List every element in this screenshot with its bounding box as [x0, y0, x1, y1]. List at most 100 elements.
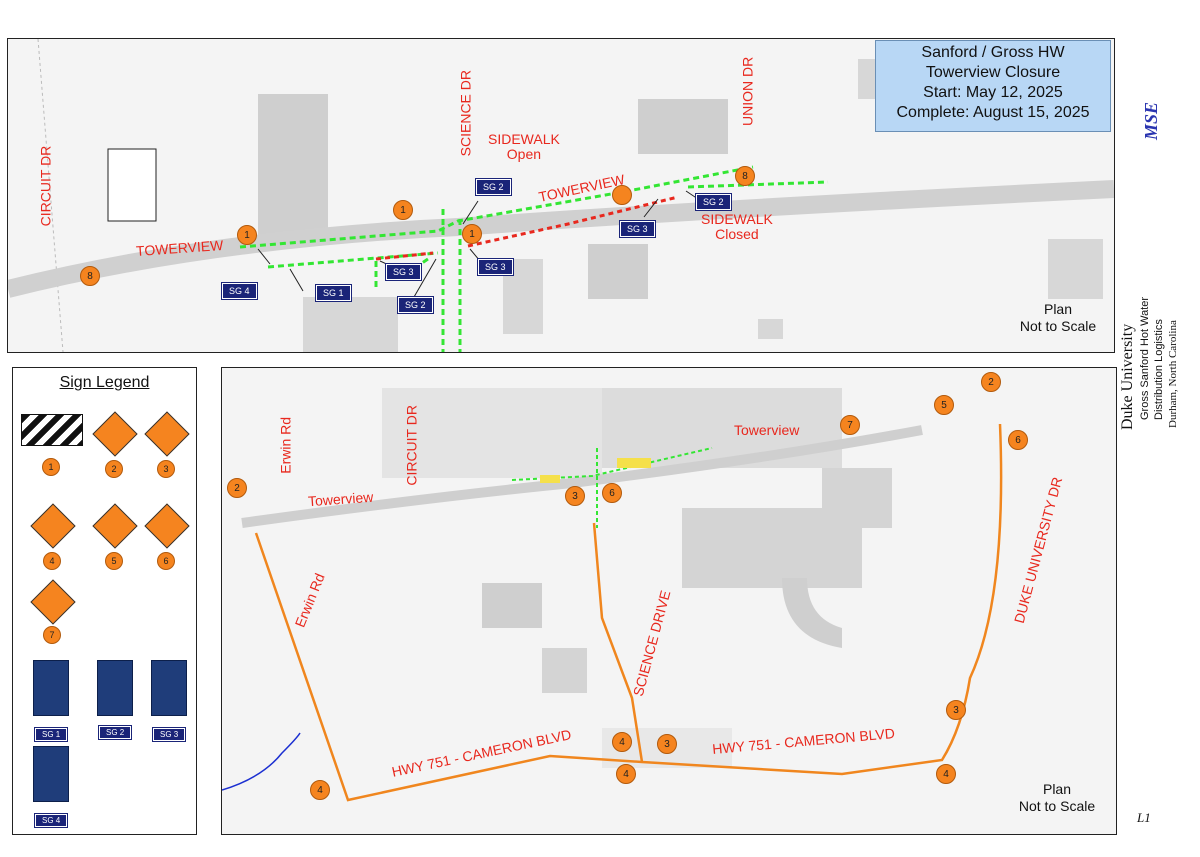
legend-num-5: 5 — [105, 552, 123, 570]
diamond-sign-2 — [92, 411, 138, 457]
towerview-road — [241, 425, 923, 528]
building-east — [1048, 239, 1103, 299]
open-path-mini — [511, 447, 713, 481]
title-line-4: Complete: August 15, 2025 — [896, 104, 1090, 121]
work-zone-east — [617, 458, 651, 468]
closure-title-box: Sanford / Gross HW Towerview Closure Sta… — [875, 40, 1111, 132]
street-label-circuit-dr: CIRCUIT DR — [37, 145, 54, 227]
project-line-2: Distribution Logistics — [1153, 319, 1165, 420]
building-law-school — [303, 297, 398, 352]
sidewalk-closed-short — [375, 251, 434, 261]
panel-sign-sg2 — [97, 660, 133, 716]
panel-sign-sg4 — [33, 746, 69, 802]
bottom-marker-5: 5 — [934, 395, 954, 415]
creek — [222, 732, 301, 791]
sidewalk-open-label: SIDEWALK Open — [488, 132, 560, 161]
top-plan-line1: Plan — [1043, 301, 1073, 317]
sidewalk-open-north — [239, 165, 754, 249]
legend-num-7: 7 — [43, 626, 61, 644]
bottom-marker-6-science: 6 — [602, 483, 622, 503]
detour-route-science — [592, 522, 644, 763]
bottom-marker-3-science: 3 — [565, 486, 585, 506]
bldg-w2 — [542, 648, 587, 693]
top-marker-8-west: 8 — [80, 266, 100, 286]
bottom-marker-4-south: 4 — [616, 764, 636, 784]
bottom-map-basemap — [222, 388, 1003, 802]
building-small — [758, 319, 783, 339]
bldg-cluster-nw — [382, 388, 602, 478]
diamond-sign-4 — [30, 503, 76, 549]
sidewalk-closed-label: SIDEWALK Closed — [701, 212, 773, 241]
building-union — [638, 99, 728, 154]
bldg-w1 — [482, 583, 542, 628]
panel-sign-sg3 — [151, 660, 187, 716]
bottom-marker-3-south: 3 — [657, 734, 677, 754]
bottom-site-plan: Erwin Rd Erwin Rd CIRCUIT DR Towerview T… — [221, 367, 1117, 835]
sidewalk-closed-line1: SIDEWALK — [701, 211, 773, 227]
street-circuit-dr: CIRCUIT DR — [403, 405, 420, 486]
sign-legend-panel: Sign Legend 1 2 3 4 5 6 7 SG 1 SG 2 SG 3… — [12, 367, 197, 835]
legend-num-6: 6 — [157, 552, 175, 570]
building-gross-chem — [258, 94, 328, 244]
legend-sg1: SG 1 — [33, 727, 69, 742]
bottom-marker-3-east: 3 — [946, 700, 966, 720]
mse-logo: MSE — [1141, 101, 1161, 140]
top-marker-8-east: 8 — [735, 166, 755, 186]
bottom-marker-2-west: 2 — [227, 478, 247, 498]
sign-sg1: SG 1 — [315, 284, 352, 302]
project-location: Durham, North Carolina — [1167, 320, 1179, 428]
bottom-marker-4-east: 4 — [936, 764, 956, 784]
diamond-sign-3 — [144, 411, 190, 457]
work-zone-west — [540, 475, 560, 483]
sidewalk-open-south — [267, 180, 829, 269]
diamond-sign-5 — [92, 503, 138, 549]
stadium-horseshoe — [782, 578, 842, 648]
bottom-plan-note: Plan Not to Scale — [1002, 781, 1112, 815]
sign-sg3-west: SG 3 — [385, 263, 422, 281]
project-line-1: Gross Sanford Hot Water — [1139, 296, 1151, 420]
top-marker-1-east: 1 — [462, 224, 482, 244]
bldg-cluster-n — [602, 388, 842, 468]
sidewalk-open-line1: SIDEWALK — [488, 131, 560, 147]
bottom-marker-6-east: 6 — [1008, 430, 1028, 450]
title-line-2: Towerview Closure — [925, 64, 1061, 81]
top-marker-unnumbered — [612, 185, 632, 205]
sign-sg2-east: SG 2 — [695, 193, 732, 211]
sidewalk-closed-line2: Closed — [715, 225, 759, 242]
bottom-marker-4-west: 4 — [310, 780, 330, 800]
street-erwin-north: Erwin Rd — [277, 416, 294, 474]
diamond-sign-6 — [144, 503, 190, 549]
legend-num-3: 3 — [157, 460, 175, 478]
institution-name: Duke University — [1119, 323, 1136, 430]
detour-route-outer — [254, 423, 1003, 802]
legend-num-4: 4 — [43, 552, 61, 570]
legend-sg2: SG 2 — [97, 725, 133, 740]
legend-num-1: 1 — [42, 458, 60, 476]
barricade-sign — [21, 414, 83, 446]
legend-sg4: SG 4 — [33, 813, 69, 828]
circuit-dr-centerline — [37, 39, 64, 352]
top-marker-1-center: 1 — [393, 200, 413, 220]
sign-sg2-south: SG 2 — [397, 296, 434, 314]
legend-num-2: 2 — [105, 460, 123, 478]
sign-sg2-north: SG 2 — [475, 178, 512, 196]
sign-sg4: SG 4 — [221, 282, 258, 300]
legend-sg3: SG 3 — [151, 727, 187, 742]
title-line-3: Start: May 12, 2025 — [923, 84, 1063, 101]
street-label-union-dr: UNION DR — [739, 56, 756, 126]
panel-sign-sg1 — [33, 660, 69, 716]
sidewalk-open-science — [374, 209, 462, 352]
sign-sg3-east: SG 3 — [619, 220, 656, 238]
title-block: MSE Duke University Gross Sanford Hot Wa… — [1113, 38, 1200, 857]
bldg-e1 — [822, 468, 892, 528]
sign-sg3-center: SG 3 — [477, 258, 514, 276]
bottom-plan-line1: Plan — [1042, 781, 1072, 797]
parking-lot — [107, 148, 157, 222]
street-label-science-dr: SCIENCE DR — [457, 69, 474, 157]
bottom-marker-2-east: 2 — [981, 372, 1001, 392]
diamond-sign-7 — [30, 579, 76, 625]
title-line-1: Sanford / Gross HW — [921, 44, 1065, 61]
sidewalk-open-line2: Open — [506, 145, 542, 162]
top-plan-note: Plan Not to Scale — [1008, 301, 1108, 335]
building-sanford-addition — [588, 244, 648, 299]
